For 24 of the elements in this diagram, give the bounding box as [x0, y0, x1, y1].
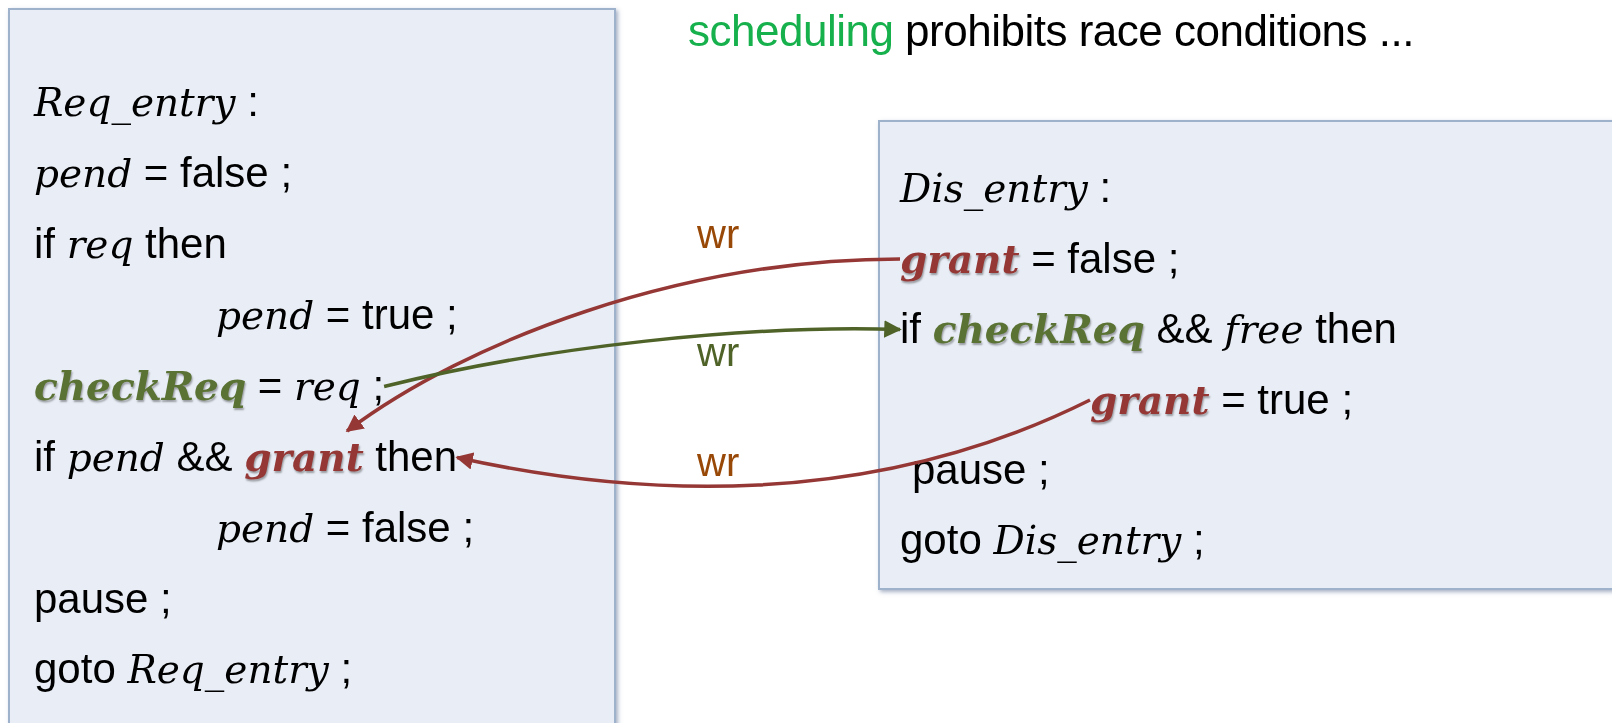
arrow: [383, 320, 902, 389]
arrow: [455, 398, 1091, 488]
code-line: Req_entry :: [34, 76, 259, 129]
code-line: pause ;: [34, 573, 172, 625]
code-line: pend = true ;: [216, 289, 458, 342]
code-panel: [878, 120, 1612, 590]
code-line: goto Req_entry ;: [34, 643, 353, 696]
code-line: if pend && grant then: [34, 431, 458, 484]
code-line: if checkReq && free then: [900, 303, 1397, 356]
title: scheduling prohibits race conditions ...: [688, 6, 1414, 56]
arrow: [345, 257, 901, 433]
code-line: Dis_entry :: [900, 162, 1112, 215]
edge-label: wr: [697, 330, 740, 375]
code-panel: [8, 8, 616, 723]
edge-label: wr: [697, 440, 740, 485]
code-line: pend = false ;: [216, 502, 475, 555]
code-line: pend = false ;: [34, 147, 293, 200]
code-line: pause ;: [912, 444, 1050, 496]
code-line: goto Dis_entry ;: [900, 514, 1205, 567]
code-line: grant = false ;: [900, 233, 1180, 285]
code-line: checkReq = req ;: [34, 360, 385, 413]
edge-label: wr: [697, 212, 740, 257]
code-line: if req then: [34, 218, 227, 271]
code-line: grant = true ;: [1090, 374, 1354, 426]
